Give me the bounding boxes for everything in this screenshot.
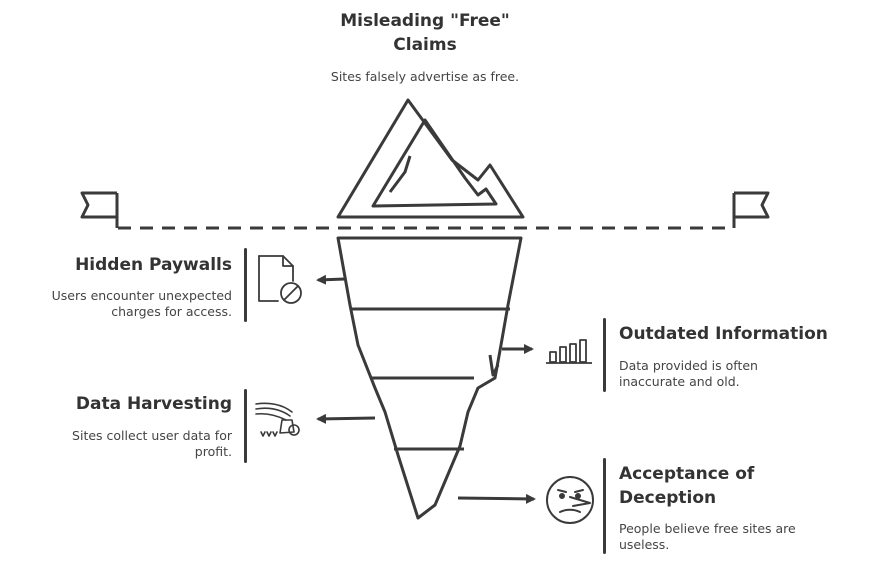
acceptance-of-deception-description: People believe free sites are useless. xyxy=(619,521,796,552)
iceberg-tip xyxy=(336,98,525,219)
bar-chart-icon xyxy=(546,339,592,364)
acceptance-of-deception-title: Acceptance of Deception xyxy=(619,464,755,508)
top-description: Sites falsely advertise as free. xyxy=(330,69,520,84)
outdated-information-divider xyxy=(603,318,606,392)
hidden-paywalls-title: Hidden Paywalls xyxy=(75,255,232,275)
data-harvesting-divider xyxy=(244,389,247,463)
data-harvesting-description: Sites collect user data for profit. xyxy=(72,428,232,459)
arrow-data-harvesting xyxy=(316,413,376,424)
arrow-hidden-paywalls xyxy=(316,274,346,285)
deceived-face-icon xyxy=(546,476,594,524)
top-title: Misleading "Free" Claims xyxy=(340,11,510,55)
arrows xyxy=(316,274,536,504)
data-harvest-icon xyxy=(255,402,300,437)
document-blocked-icon xyxy=(258,255,302,304)
iceberg-underwater xyxy=(336,236,523,520)
hidden-paywalls-divider xyxy=(244,248,247,322)
acceptance-of-deception-divider xyxy=(603,458,606,554)
hidden-paywalls-description: Users encounter unexpected charges for a… xyxy=(51,288,232,319)
arrow-acceptance-of-deception xyxy=(457,493,536,504)
left-flag-icon xyxy=(80,191,119,228)
data-harvesting-title: Data Harvesting xyxy=(75,394,232,414)
right-flag-icon xyxy=(732,191,770,228)
outdated-information-description: Data provided is often inaccurate and ol… xyxy=(619,358,758,389)
outdated-information-title: Outdated Information xyxy=(619,324,828,344)
